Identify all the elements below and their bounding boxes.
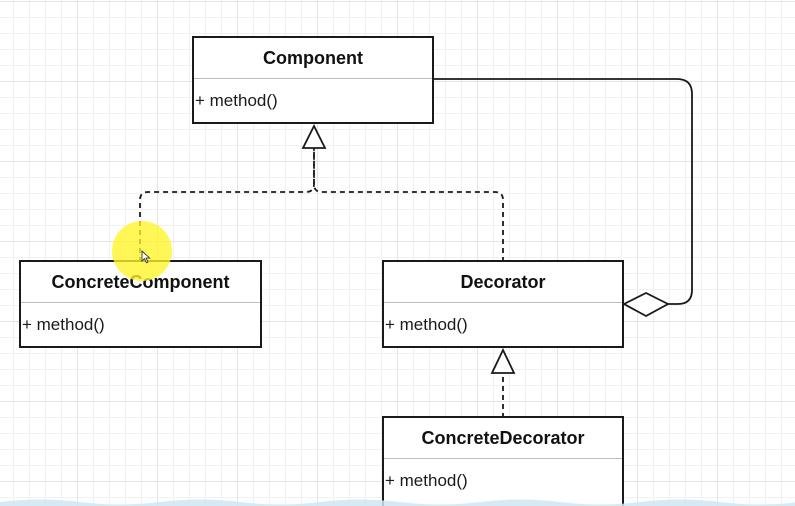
class-method-decorator: + method() [385,315,468,334]
realization-arrowhead-decorator [490,347,516,374]
class-method-concrete-component: + method() [22,315,105,334]
class-name-decorator: Decorator [384,262,622,303]
class-box-concrete-decorator[interactable]: ConcreteDecorator + method() [382,416,624,506]
mouse-pointer-icon [141,250,151,264]
class-method-component: + method() [195,91,278,110]
class-box-decorator[interactable]: Decorator + method() [382,260,624,348]
aggregation-line[interactable] [434,78,693,305]
aggregation-diamond [622,291,670,318]
class-method-concrete-decorator: + method() [385,471,468,490]
class-name-concrete-decorator: ConcreteDecorator [384,418,622,459]
realization-line-concrete-component[interactable] [139,148,315,262]
class-name-component: Component [194,38,432,79]
class-box-component[interactable]: Component + method() [192,36,434,124]
class-name-concrete-component: ConcreteComponent [21,262,260,303]
bottom-wave-decoration [0,499,795,506]
realization-arrowhead-component [301,123,327,149]
realization-line-decorator[interactable] [313,148,504,262]
